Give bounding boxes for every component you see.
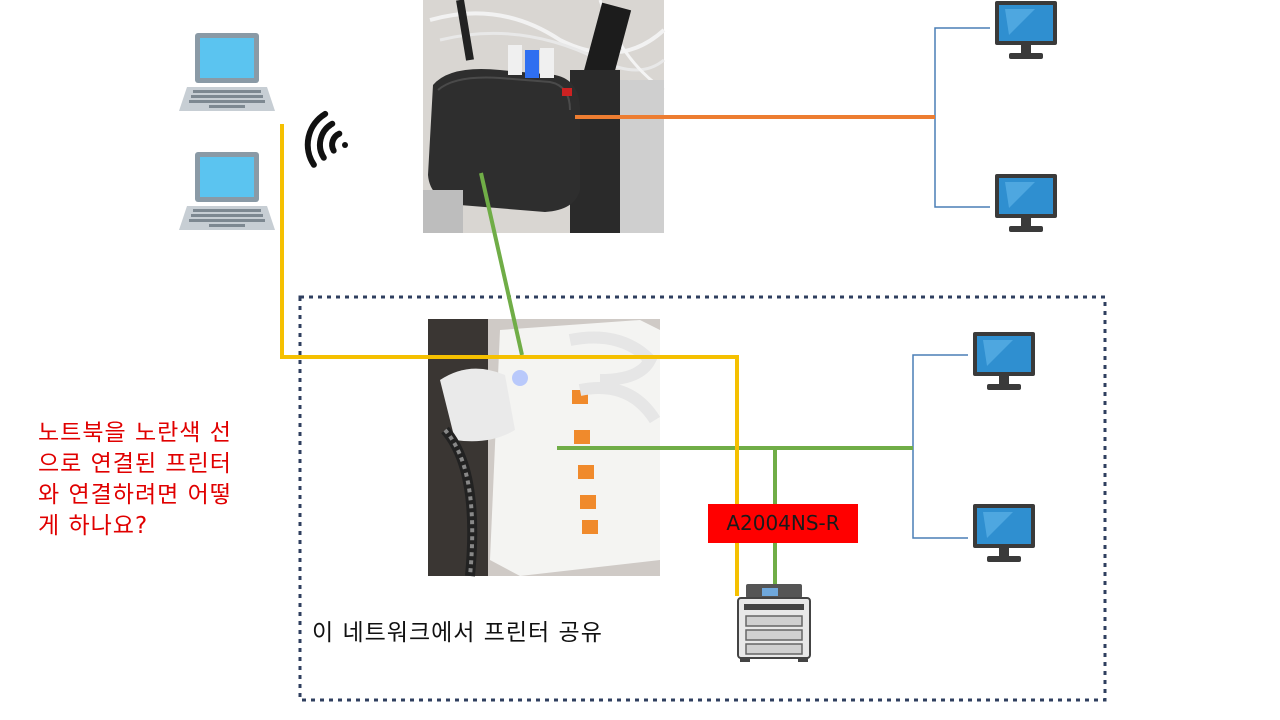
switch-photo [428,319,661,577]
network-share-note: 이 네트워크에서 프린터 공유 [312,620,603,646]
laptop-icon [179,152,275,230]
switch-model-label: A2004NS-R [708,504,858,543]
wifi-icon [304,110,348,168]
top-desktop-bracket [934,27,990,208]
yellow-cable [280,124,739,596]
desktop-monitor-icon [973,332,1035,390]
printer-icon [737,584,811,662]
lower-desktop-bracket [912,354,968,539]
network-boundary [298,295,1107,702]
desktop-monitor-icon [973,504,1035,562]
desktop-monitor-icon [995,1,1057,59]
router-photo [423,0,666,233]
green-cable-router-switch [479,172,524,356]
laptop-icon [179,33,275,111]
question-text: 노트북을 노란색 선 으로 연결된 프린터 와 연결하려면 어떻 게 하나요? [38,420,232,539]
desktop-monitor-icon [995,174,1057,232]
